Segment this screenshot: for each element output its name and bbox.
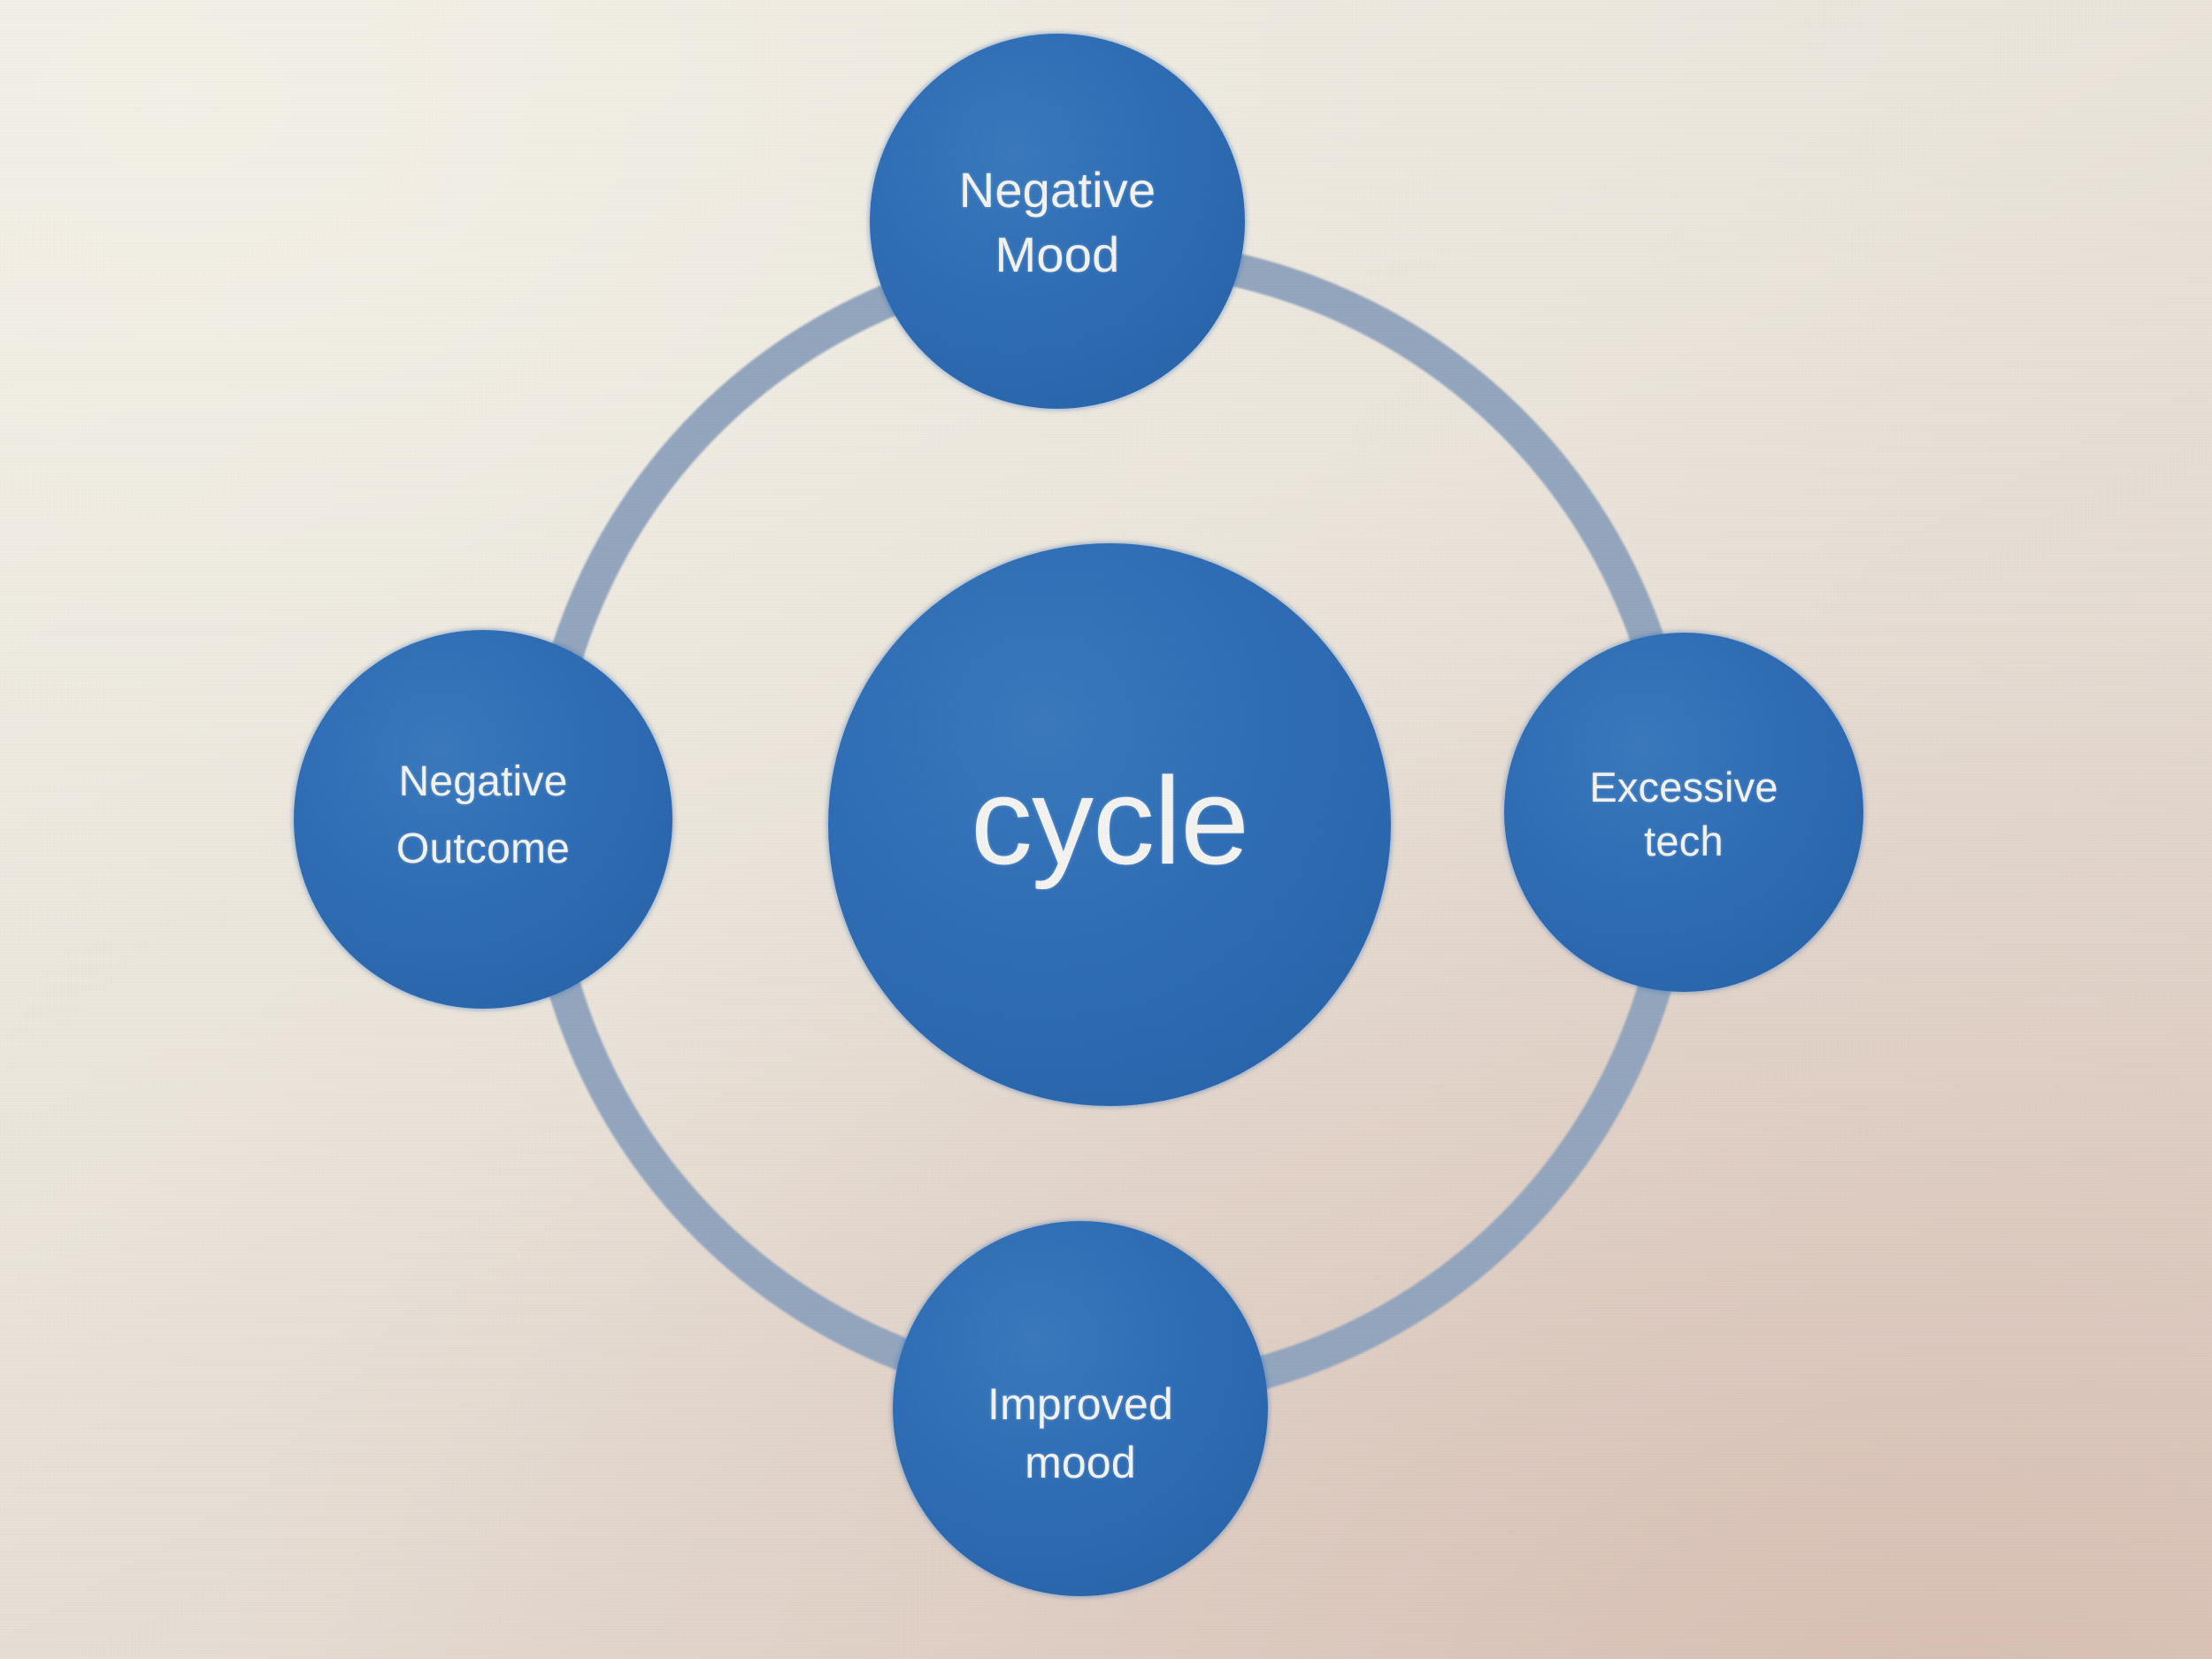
node-improved-mood-label: Improved mood	[987, 1379, 1174, 1487]
node-negative-outcome-label: Negative Outcome	[396, 758, 571, 872]
node-negative-mood[interactable]: Negative Mood	[870, 34, 1245, 409]
node-excessive-tech[interactable]: Excessive tech	[1504, 633, 1863, 992]
center-node-cycle[interactable]: cycle	[828, 543, 1391, 1106]
center-node-label: cycle	[971, 751, 1249, 890]
node-improved-mood[interactable]: Improved mood	[893, 1221, 1268, 1596]
node-negative-outcome[interactable]: Negative Outcome	[294, 630, 672, 1009]
node-excessive-tech-label: Excessive tech	[1589, 763, 1778, 864]
node-negative-mood-label: Negative Mood	[958, 162, 1156, 282]
